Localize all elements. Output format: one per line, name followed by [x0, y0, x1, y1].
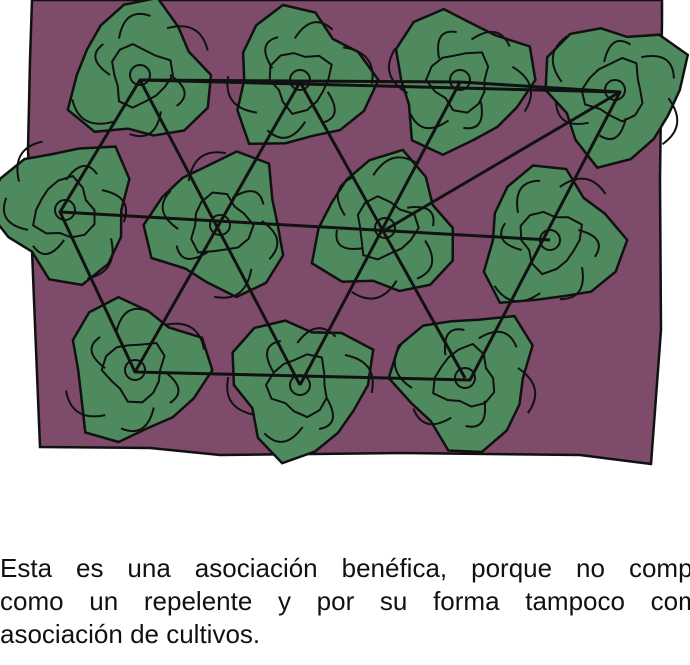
lettuce-plant [482, 164, 629, 305]
spacing-line [298, 81, 462, 386]
caption-text: Esta es una asociación benéfica, porque … [0, 552, 690, 651]
outer-spacing-outline [58, 78, 622, 382]
lettuce-plant [142, 150, 285, 299]
spacing-line [459, 80, 621, 94]
caption-line-3: asociación de cultivos. [0, 619, 261, 649]
spacing-line [59, 210, 551, 242]
crop-association-illustration [0, 0, 690, 466]
spacing-line [133, 81, 302, 373]
caption-line-2: como un repelente y por su forma tampoco… [0, 586, 690, 616]
spacing-line [384, 90, 621, 232]
caption-line-1: Esta es una asociación benéfica, porque … [0, 553, 690, 583]
spacing-line [139, 78, 461, 84]
lettuce-plant [0, 140, 131, 287]
spacing-line [138, 79, 302, 386]
lettuce-plant [226, 319, 375, 465]
lettuce-plant [66, 0, 213, 138]
triangular-spacing-lines [58, 78, 622, 386]
